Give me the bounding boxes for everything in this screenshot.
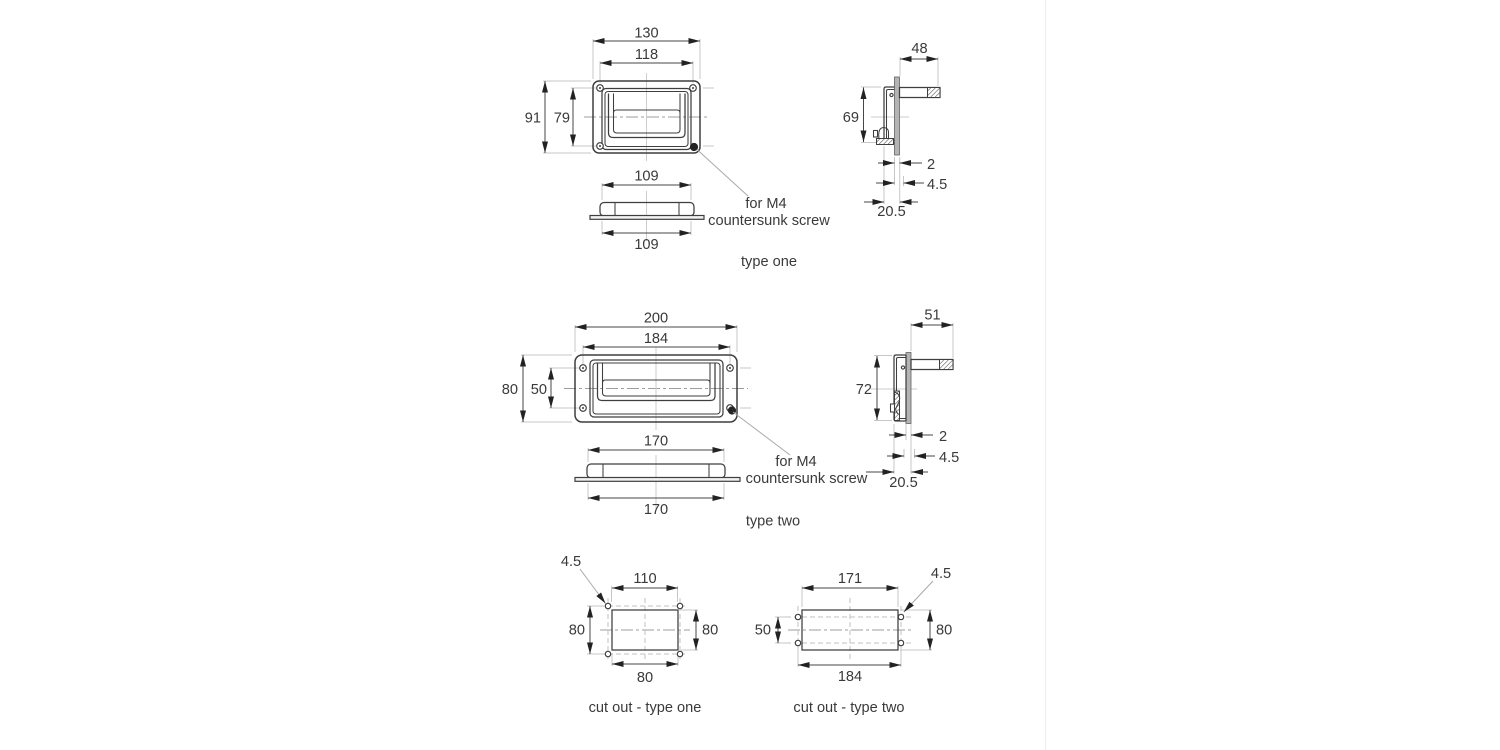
mounting-holes xyxy=(604,602,684,658)
dim-t1-handle-depth: 48 xyxy=(911,41,927,57)
extension-lines xyxy=(775,586,932,667)
dim-t2-tray-width-top: 170 xyxy=(644,434,668,450)
hole-diameter-leader xyxy=(579,568,606,604)
recess-frame-outer xyxy=(601,87,692,151)
dim-t1-recess-depth: 20.5 xyxy=(877,204,905,220)
dim-t1-tray-width-bottom: 109 xyxy=(634,237,658,253)
handle-bail-outer xyxy=(607,93,686,139)
dim-t2-screw-spacing-v: 50 xyxy=(531,382,547,398)
centerlines xyxy=(786,598,914,662)
recess-frame-outer xyxy=(589,359,724,418)
handle-bail-inner xyxy=(612,93,681,134)
spring-latch xyxy=(872,126,894,145)
dimension-lines xyxy=(602,182,691,236)
dim-t2-flange-offset: 4.5 xyxy=(939,450,959,466)
dim-c2-height-left: 50 xyxy=(755,623,771,639)
mounting-panel xyxy=(894,76,900,156)
type-one-front-view: 130 118 91 79 xyxy=(525,26,714,161)
handle-grip-edge xyxy=(612,109,681,114)
dim-c1-hole-diameter: 4.5 xyxy=(561,554,581,570)
extension-lines xyxy=(521,325,751,423)
dimension-lines xyxy=(860,56,938,205)
centerlines xyxy=(564,347,748,430)
cutout-two-caption: cut out - type two xyxy=(793,700,904,716)
screw-hole-callout xyxy=(689,142,699,152)
outer-flange xyxy=(592,80,701,154)
handle-arm-section-hatch xyxy=(927,87,941,98)
handle-bail-outer xyxy=(596,363,716,402)
screw-note-line1: for M4 xyxy=(775,454,816,470)
dim-t1-screw-spacing-v: 79 xyxy=(554,111,570,127)
dimension-lines xyxy=(542,38,700,153)
cutout-type-one-drawing: 4.5 110 80 80 80 cut out - type one xyxy=(561,554,718,716)
flange-plate xyxy=(574,476,741,482)
handle-arm-section-hatch xyxy=(939,359,954,370)
type-two-drawing: 200 184 80 50 170 170 xyxy=(502,308,960,530)
dim-t1-panel-thickness: 2 xyxy=(927,157,935,173)
cutout-rectangle xyxy=(801,609,899,651)
dimension-lines xyxy=(587,585,699,667)
dim-t1-flange-offset: 4.5 xyxy=(927,177,947,193)
mounting-holes xyxy=(794,613,905,647)
dim-c1-height-right: 80 xyxy=(702,623,718,639)
handle-bail-inner xyxy=(601,363,711,397)
screw-note-line1: for M4 xyxy=(745,196,786,212)
type-one-caption: type one xyxy=(741,254,797,270)
screw-holes xyxy=(579,364,737,415)
dim-t2-recess-depth: 20.5 xyxy=(889,475,917,491)
dim-c2-height-right: 80 xyxy=(936,623,952,639)
spring-latch xyxy=(889,390,901,421)
dim-t1-overall-height: 91 xyxy=(525,111,541,127)
dim-t2-overall-width: 200 xyxy=(644,311,668,327)
type-one-rear-view: 109 109 xyxy=(589,169,705,253)
type-two-side-view: 51 72 2 4.5 20.5 xyxy=(856,308,960,492)
screw-note-line2: countersunk screw xyxy=(708,213,830,229)
dim-t2-panel-thickness: 2 xyxy=(939,429,947,445)
cutout-one-caption: cut out - type one xyxy=(589,700,702,716)
dimension-lines xyxy=(866,322,953,475)
screw-note-leader xyxy=(696,149,749,197)
type-two-rear-view: 170 170 xyxy=(574,434,741,518)
type-two-front-view: 200 184 80 50 xyxy=(502,311,751,430)
recess-frame-inner xyxy=(592,362,721,415)
mounting-panel xyxy=(905,352,912,424)
dim-c2-hole-diameter: 4.5 xyxy=(931,566,951,582)
hole-diameter-leader xyxy=(903,580,934,613)
type-two-caption: type two xyxy=(746,514,800,530)
recess-frame-inner xyxy=(604,90,689,148)
screw-holes xyxy=(596,84,699,152)
dim-t1-body-height: 69 xyxy=(843,110,859,126)
pivot-hole xyxy=(900,365,906,370)
centerlines xyxy=(600,598,690,662)
cutout-type-two-drawing: 4.5 171 50 80 184 cut out - type two xyxy=(755,566,952,716)
dim-t2-tray-width-bottom: 170 xyxy=(644,502,668,518)
dim-c1-height-left: 80 xyxy=(569,623,585,639)
dim-t2-overall-height: 80 xyxy=(502,382,518,398)
flange-plate xyxy=(589,214,705,220)
dimension-lines xyxy=(588,447,724,501)
type-one-drawing: 130 118 91 79 109 109 xyxy=(525,26,948,271)
dim-c2-width-top: 171 xyxy=(838,571,862,587)
dim-t1-overall-width: 130 xyxy=(634,26,658,42)
screw-note-line2: countersunk screw xyxy=(746,471,868,487)
dim-t2-body-height: 72 xyxy=(856,382,872,398)
pivot-hole xyxy=(889,92,894,98)
type-one-side-view: 48 69 2 4.5 20.5 xyxy=(843,41,948,220)
handle-grip-edge xyxy=(601,379,711,384)
dim-t1-screw-spacing-h: 118 xyxy=(635,47,658,63)
cutout-rectangle xyxy=(611,609,679,651)
dim-t2-screw-spacing-h: 184 xyxy=(644,331,668,347)
recess-pan-inner xyxy=(885,88,895,142)
dim-c1-width-top: 110 xyxy=(633,571,656,587)
outer-flange xyxy=(574,354,738,423)
dim-c2-width-bottom: 184 xyxy=(838,669,862,685)
dimension-lines xyxy=(520,324,737,422)
dim-t1-tray-width-top: 109 xyxy=(634,169,658,185)
dim-c1-width-bottom: 80 xyxy=(637,670,653,686)
dimension-lines xyxy=(775,585,933,668)
screw-note-leader xyxy=(732,411,791,456)
dim-t2-handle-depth: 51 xyxy=(924,308,940,324)
